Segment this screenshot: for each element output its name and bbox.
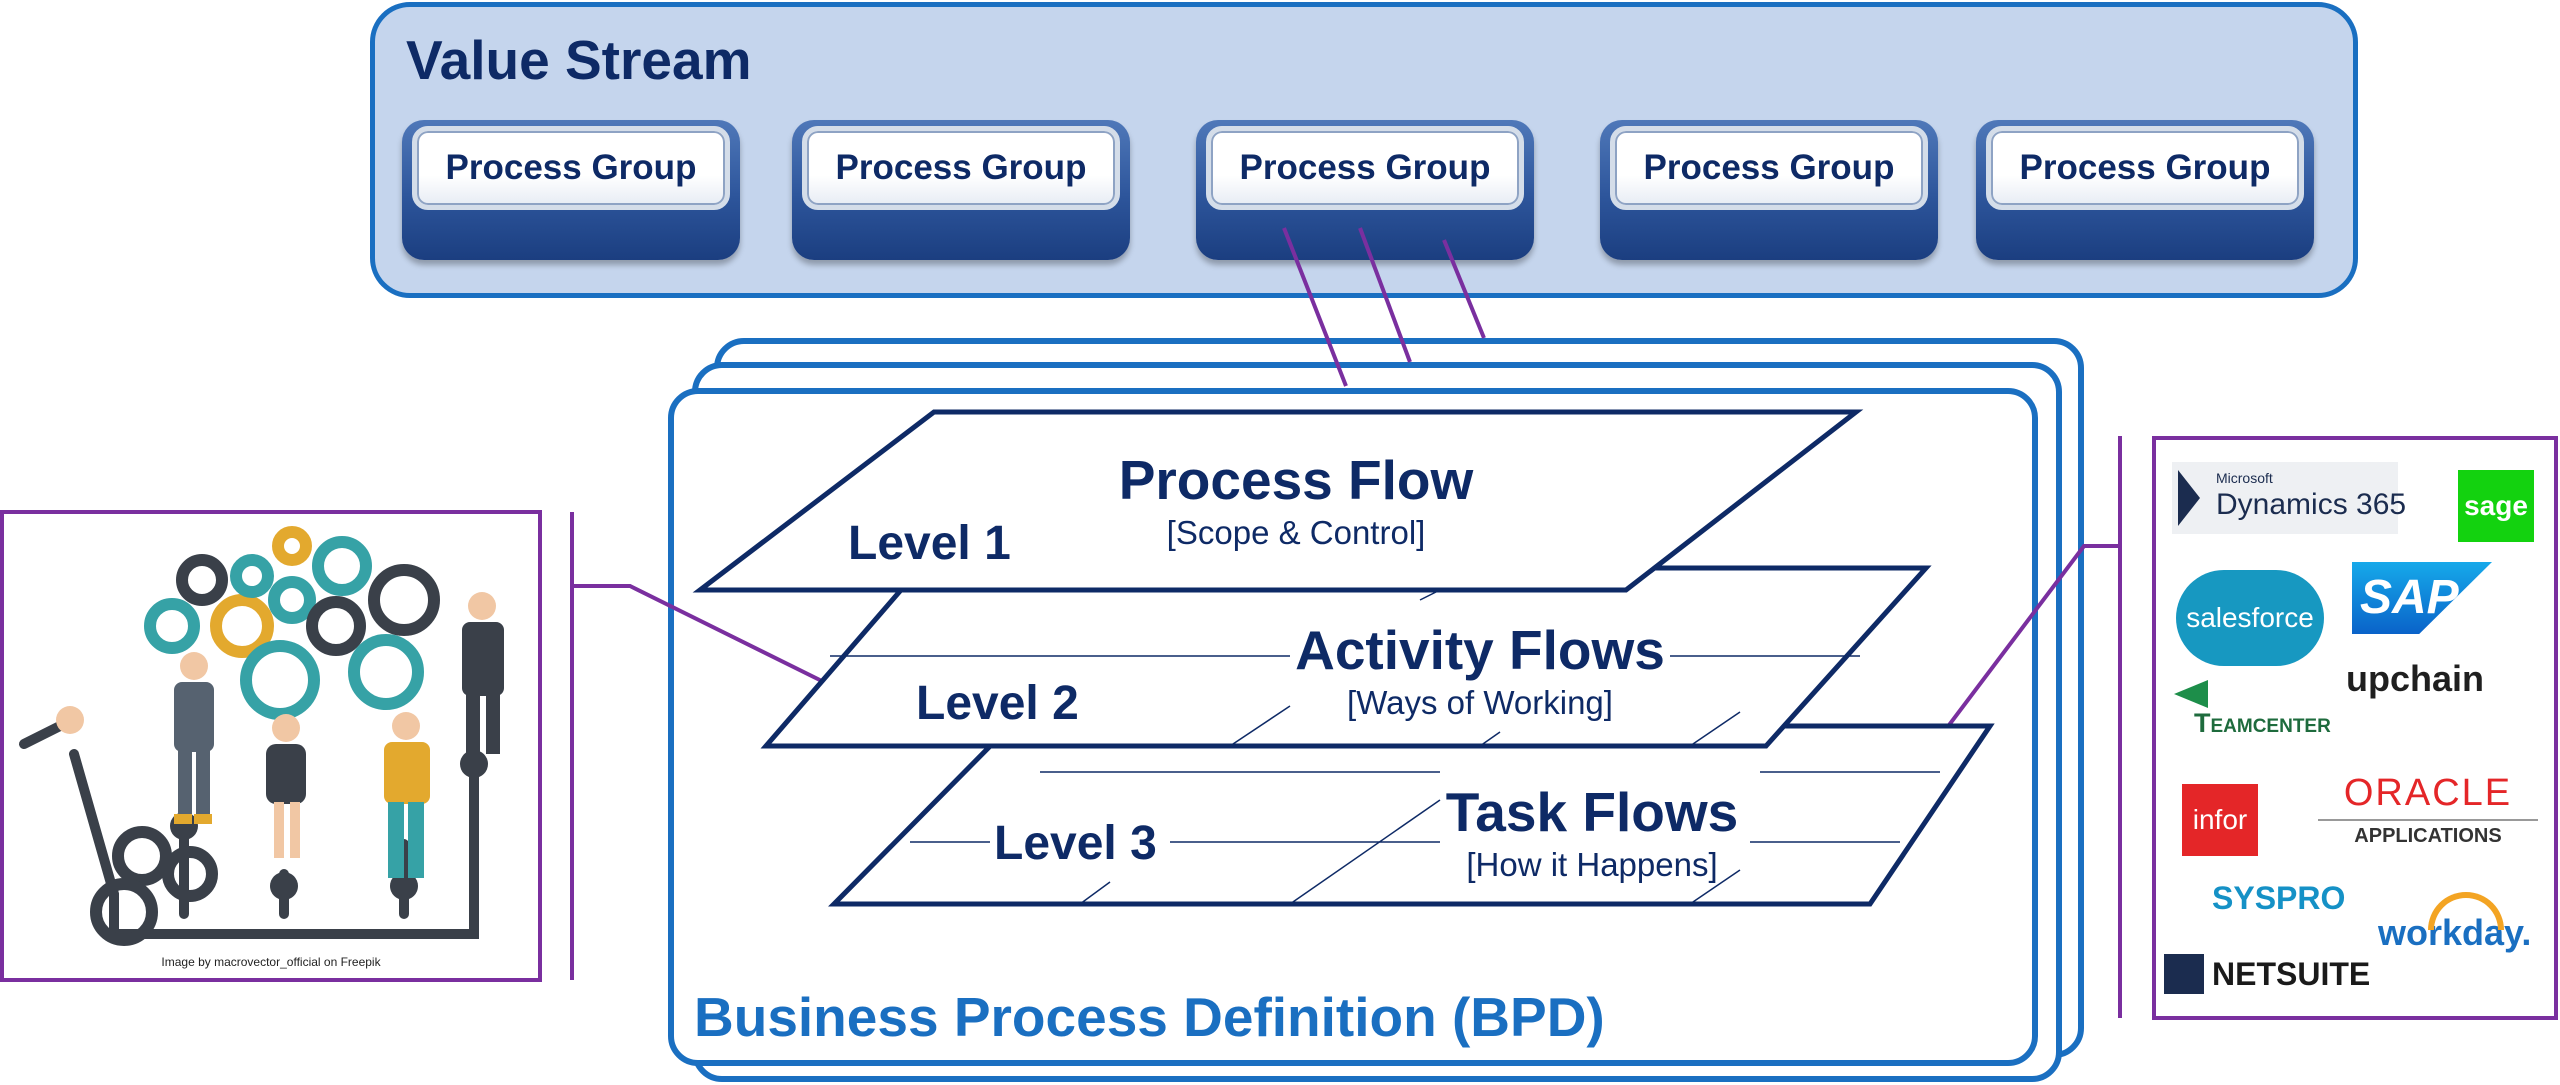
level-3-label: Level 3 xyxy=(994,817,1157,870)
level-2-label: Level 2 xyxy=(916,677,1079,730)
dynamics-text: Dynamics 365 xyxy=(2216,488,2407,521)
plane-level-3-grid xyxy=(910,771,1940,905)
netsuite-icon xyxy=(2164,954,2204,994)
connector-line xyxy=(1358,227,1412,363)
connector-line xyxy=(1442,239,1486,339)
level-3-subtitle: [How it Happens] xyxy=(1466,846,1718,883)
people-gears-illustration xyxy=(19,526,504,946)
plane-level-2-grid xyxy=(830,655,1860,747)
plane-level-1 xyxy=(692,409,1864,593)
software-logos-panel: Microsoft Dynamics 365 sage salesforce S… xyxy=(2152,436,2558,1020)
process-group-label: Process Group xyxy=(1206,126,1524,210)
dynamics-365-logo: Microsoft Dynamics 365 xyxy=(2172,462,2406,534)
connector-line xyxy=(1282,227,1348,387)
level-2-subtitle: [Ways of Working] xyxy=(1347,684,1613,721)
process-group-3: Process Group xyxy=(1196,120,1534,260)
level-1-title: Process Flow xyxy=(1118,449,1474,511)
upchain-logo: upchain xyxy=(2346,658,2485,699)
salesforce-logo: salesforce xyxy=(2176,570,2324,666)
dynamics-small-text: Microsoft xyxy=(2216,470,2273,486)
value-stream-title: Value Stream xyxy=(406,29,752,91)
process-group-label: Process Group xyxy=(412,126,730,210)
illustration-frame xyxy=(0,510,542,982)
level-2-title: Activity Flows xyxy=(1295,619,1665,681)
level-1-label: Level 1 xyxy=(848,517,1011,570)
process-group-label: Process Group xyxy=(1610,126,1928,210)
plane-level-3 xyxy=(828,723,1995,907)
oracle-logo: ORACLE APPLICATIONS xyxy=(2318,772,2538,848)
process-group-2: Process Group xyxy=(792,120,1130,260)
oracle-text: ORACLE xyxy=(2343,772,2513,814)
netsuite-logo: NETSUITE xyxy=(2212,956,2371,992)
level-3-title: Task Flows xyxy=(1445,781,1739,843)
sap-logo: SAP xyxy=(2352,562,2492,634)
process-group-label: Process Group xyxy=(1986,126,2304,210)
connector-line xyxy=(574,584,841,692)
teamcenter-text: Teamcenter xyxy=(2194,708,2331,738)
process-group-label: Process Group xyxy=(802,126,1120,210)
process-group-5: Process Group xyxy=(1976,120,2314,260)
oracle-sub-text: APPLICATIONS xyxy=(2318,819,2538,848)
infor-logo: infor xyxy=(2182,784,2258,856)
process-group-4: Process Group xyxy=(1600,120,1938,260)
bpd-title: Business Process Definition (BPD) xyxy=(694,986,1605,1048)
workday-arc-icon xyxy=(2428,892,2504,930)
dynamics-icon xyxy=(2178,470,2200,526)
plane-grid-line xyxy=(1419,589,1441,601)
connector-line xyxy=(1886,544,2118,808)
syspro-logo: SYSPRO xyxy=(2212,880,2346,916)
teamcenter-icon xyxy=(2174,680,2208,708)
sage-logo: sage xyxy=(2458,470,2534,542)
image-credit: Image by macrovector_official on Freepik xyxy=(161,955,381,969)
process-group-1: Process Group xyxy=(402,120,740,260)
level-1-subtitle: [Scope & Control] xyxy=(1166,514,1426,551)
